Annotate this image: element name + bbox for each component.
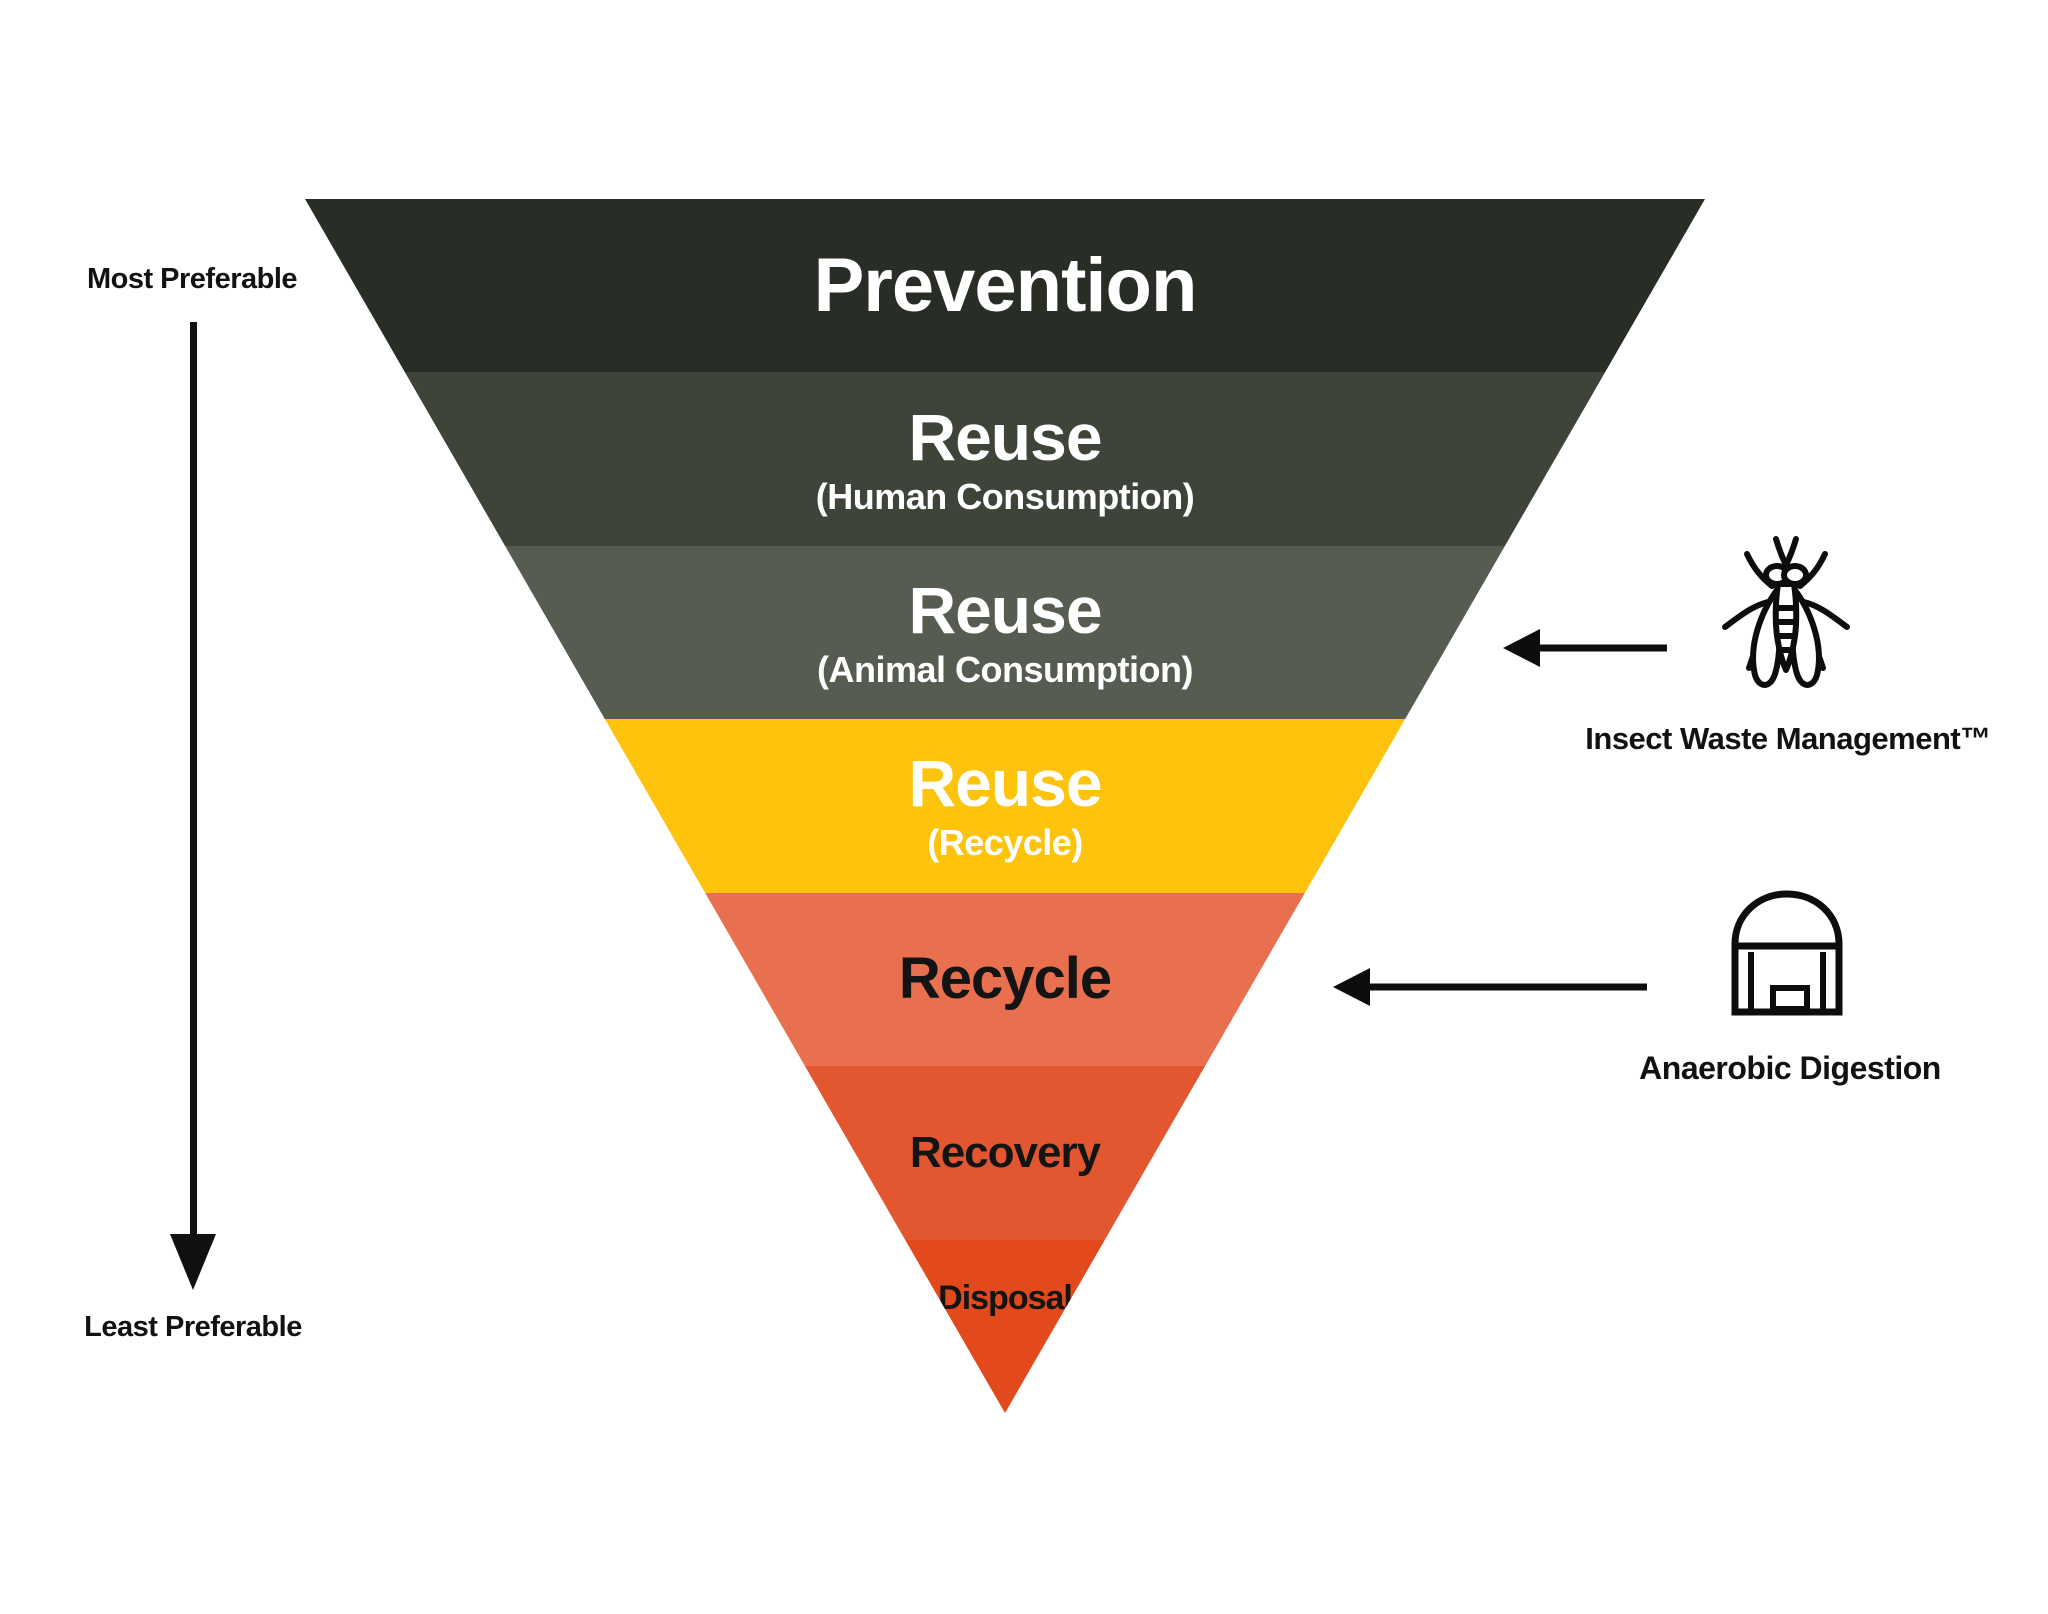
layer-subtitle-reuse-animal: (Animal Consumption) bbox=[817, 649, 1193, 691]
layer-subtitle-reuse-human: (Human Consumption) bbox=[815, 475, 1195, 517]
most-preferable-label: Most Preferable bbox=[86, 263, 298, 295]
insect-waste-management-label: Insect Waste Management™ bbox=[1585, 721, 1991, 756]
waste-hierarchy-pyramid: Prevention Reuse (Human Consumption) Reu… bbox=[305, 199, 1705, 1413]
layer-title-reuse-human: Reuse bbox=[908, 399, 1102, 474]
anaerobic-digester-icon bbox=[1731, 890, 1843, 1016]
layer-title-reuse-animal: Reuse bbox=[908, 573, 1102, 648]
fly-icon bbox=[1722, 536, 1850, 688]
pyramid-layer-reuse-animal: Reuse (Animal Consumption) bbox=[305, 545, 1705, 720]
layer-title-reuse-recycle: Reuse bbox=[908, 746, 1102, 821]
pyramid-layer-reuse-human: Reuse (Human Consumption) bbox=[305, 372, 1705, 546]
anaerobic-digestion-label: Anaerobic Digestion bbox=[1639, 1050, 1941, 1086]
layer-title-recycle: Recycle bbox=[898, 946, 1112, 1012]
preference-scale-arrow bbox=[190, 322, 197, 1237]
layer-subtitle-reuse-recycle: (Recycle) bbox=[927, 822, 1083, 864]
layer-title-recovery: Recovery bbox=[909, 1127, 1101, 1177]
pyramid-layer-recovery: Recovery bbox=[305, 1066, 1705, 1240]
least-preferable-label: Least Preferable bbox=[84, 1311, 302, 1343]
pyramid-layer-reuse-recycle: Reuse (Recycle) bbox=[305, 719, 1705, 893]
arrow-down-icon bbox=[170, 1234, 216, 1290]
layer-title-disposal: Disposal bbox=[938, 1279, 1073, 1318]
layer-title-prevention: Prevention bbox=[813, 242, 1198, 328]
insect-waste-arrow bbox=[1503, 629, 1667, 667]
anaerobic-digestion-arrow bbox=[1333, 968, 1647, 1006]
pyramid-layer-prevention: Prevention bbox=[305, 199, 1705, 373]
pyramid-layer-disposal: Disposal bbox=[305, 1239, 1705, 1413]
